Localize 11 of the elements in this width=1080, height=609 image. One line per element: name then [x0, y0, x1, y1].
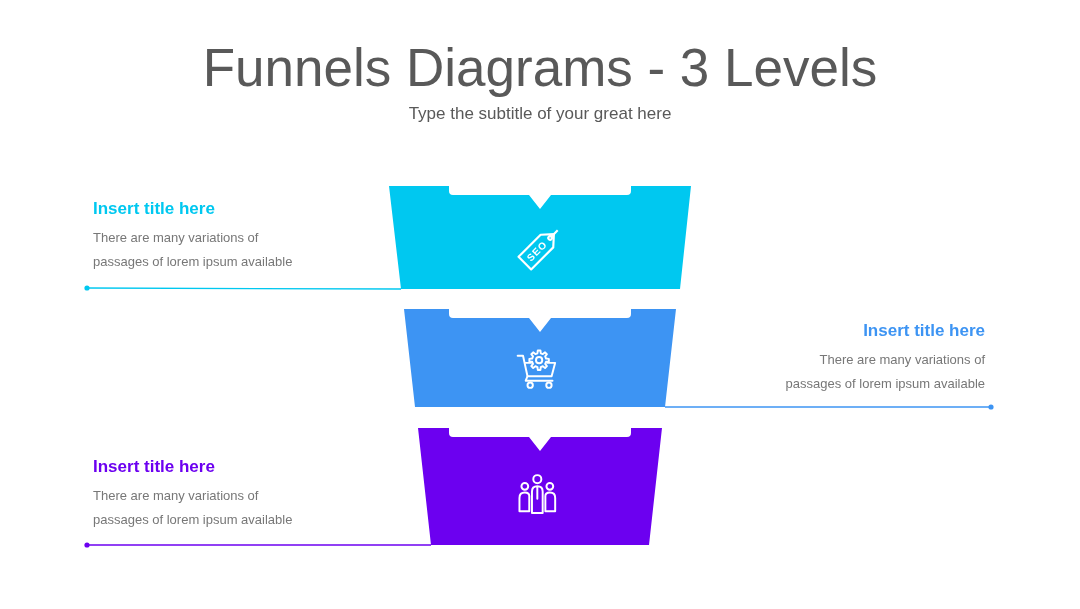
step-description: There are many variations of passages of lorem ipsum available [93, 229, 294, 271]
step-title: Insert title here [93, 198, 215, 220]
title: Funnels Diagrams - 3 Levels [202, 38, 878, 97]
step-description: There are many variations of passages of lorem ipsum available [784, 351, 985, 393]
leader-line [84, 542, 432, 548]
leader-line [84, 285, 402, 291]
step-title: Insert title here [863, 320, 985, 342]
subtitle: Type the subtitle of your great here [408, 104, 672, 123]
step-description: There are many variations of passages of lorem ipsum available [93, 487, 294, 529]
step-title: Insert title here [93, 456, 215, 478]
leader-line [664, 404, 994, 410]
